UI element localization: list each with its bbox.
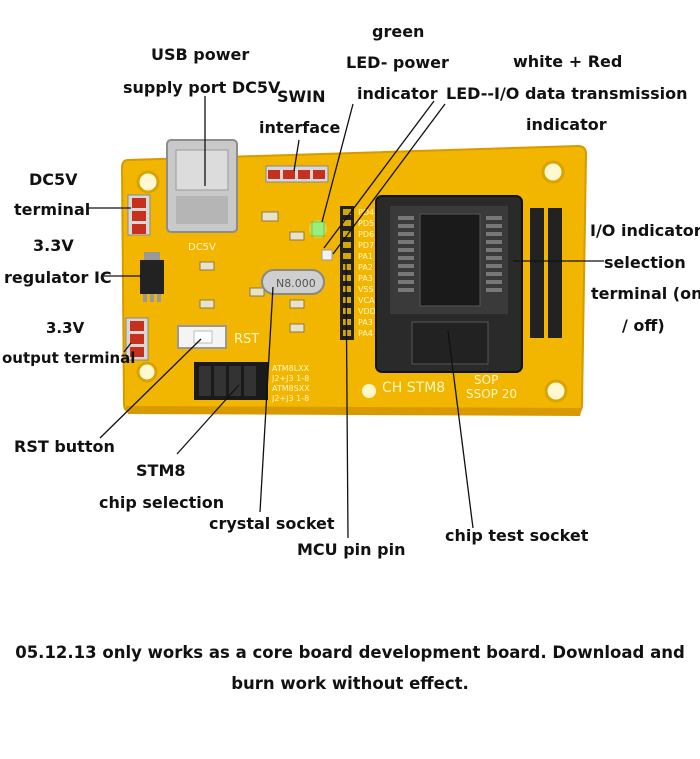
dc5v-terminal-header: [127, 194, 151, 236]
stm8-jumpers: ATM8LXX J2+J3 1-8 ATM8SXX J2+J3 1-8: [194, 362, 310, 403]
regulator-label-line2: regulator IC: [4, 268, 112, 287]
svg-text:ATM8LXX: ATM8LXX: [272, 364, 310, 373]
dc5v-label-line2: terminal: [14, 200, 91, 219]
output-label-line2: output terminal: [2, 349, 136, 367]
io-label-line2: selection: [604, 253, 686, 272]
rst-button-part: RST: [177, 325, 259, 349]
usb-label-line2: supply port DC5V: [123, 78, 281, 97]
white-label-line3: indicator: [526, 115, 607, 134]
green-label-line1: green: [372, 22, 425, 41]
dc5v-silk: DC5V: [188, 242, 216, 253]
swin-label-line2: interface: [259, 118, 341, 137]
output-terminal-header: [125, 317, 149, 361]
note-line1: 05.12.13 only works as a core board deve…: [15, 643, 685, 662]
swin-header: [265, 165, 329, 183]
board-name-silk: CH STM8: [382, 380, 445, 396]
io-label-line3: terminal (on: [591, 284, 700, 303]
chip-test-socket: [375, 195, 523, 373]
crystal-label: crystal socket: [209, 514, 335, 533]
svg-text:PA3: PA3: [358, 274, 373, 283]
svg-text:PD5: PD5: [358, 219, 374, 228]
svg-text:PD6: PD6: [358, 230, 374, 239]
mcu-pin-header: PD4 PD5 PD6 PD7 PA1 PA2 PA3 VSS VCAP VDD…: [340, 206, 380, 340]
white-label-line2: LED--I/O data transmission: [446, 84, 688, 103]
rst-silk: RST: [234, 332, 259, 347]
regulator-ic: [140, 252, 164, 302]
chip-socket-label: chip test socket: [445, 526, 589, 545]
note-line2: burn work without effect.: [231, 674, 469, 693]
mcu-pin-label: MCU pin pin: [297, 540, 406, 559]
svg-text:PD4: PD4: [358, 208, 374, 217]
right-pin-row: [530, 208, 562, 338]
ssop-silk: SSOP 20: [466, 387, 517, 401]
svg-text:VSS: VSS: [358, 285, 374, 294]
smd-components: [199, 211, 305, 333]
usb-port: DC5V: [166, 139, 238, 253]
io-label-line1: I/O indicator: [590, 221, 700, 240]
green-label-line2: LED- power: [346, 53, 449, 72]
leader-lines: [88, 96, 604, 539]
svg-text:PA3: PA3: [358, 318, 373, 327]
crystal-silk: N8.000: [276, 277, 316, 290]
green-label-line3: indicator: [357, 84, 438, 103]
stm8-label-line1: STM8: [136, 461, 186, 480]
output-label-line1: 3.3V: [46, 319, 85, 337]
green-led: [309, 220, 327, 238]
sop-silk: SOP: [474, 373, 498, 387]
swin-label-line1: SWIN: [277, 87, 326, 106]
svg-text:PA4: PA4: [358, 329, 373, 338]
svg-text:VDD: VDD: [358, 307, 376, 316]
regulator-label-line1: 3.3V: [33, 236, 74, 255]
svg-text:J2+J3 1-8: J2+J3 1-8: [271, 374, 309, 383]
svg-text:PA1: PA1: [358, 252, 373, 261]
white-led: [321, 249, 333, 261]
usb-label-line1: USB power: [151, 45, 250, 64]
crystal: N8.000: [261, 269, 325, 295]
pin1-marker: [362, 384, 376, 398]
rst-button-label: RST button: [14, 437, 115, 456]
stm8-label-line2: chip selection: [99, 493, 225, 512]
svg-text:ATM8SXX: ATM8SXX: [272, 384, 310, 393]
white-label-line1: white + Red: [513, 52, 623, 71]
svg-text:VCAP: VCAP: [358, 296, 380, 305]
svg-text:PA2: PA2: [358, 263, 373, 272]
dc5v-label-line1: DC5V: [29, 170, 78, 189]
svg-text:PD7: PD7: [358, 241, 374, 250]
io-label-line4: / off): [622, 316, 665, 335]
svg-text:J2+J3 1-8: J2+J3 1-8: [271, 394, 309, 403]
